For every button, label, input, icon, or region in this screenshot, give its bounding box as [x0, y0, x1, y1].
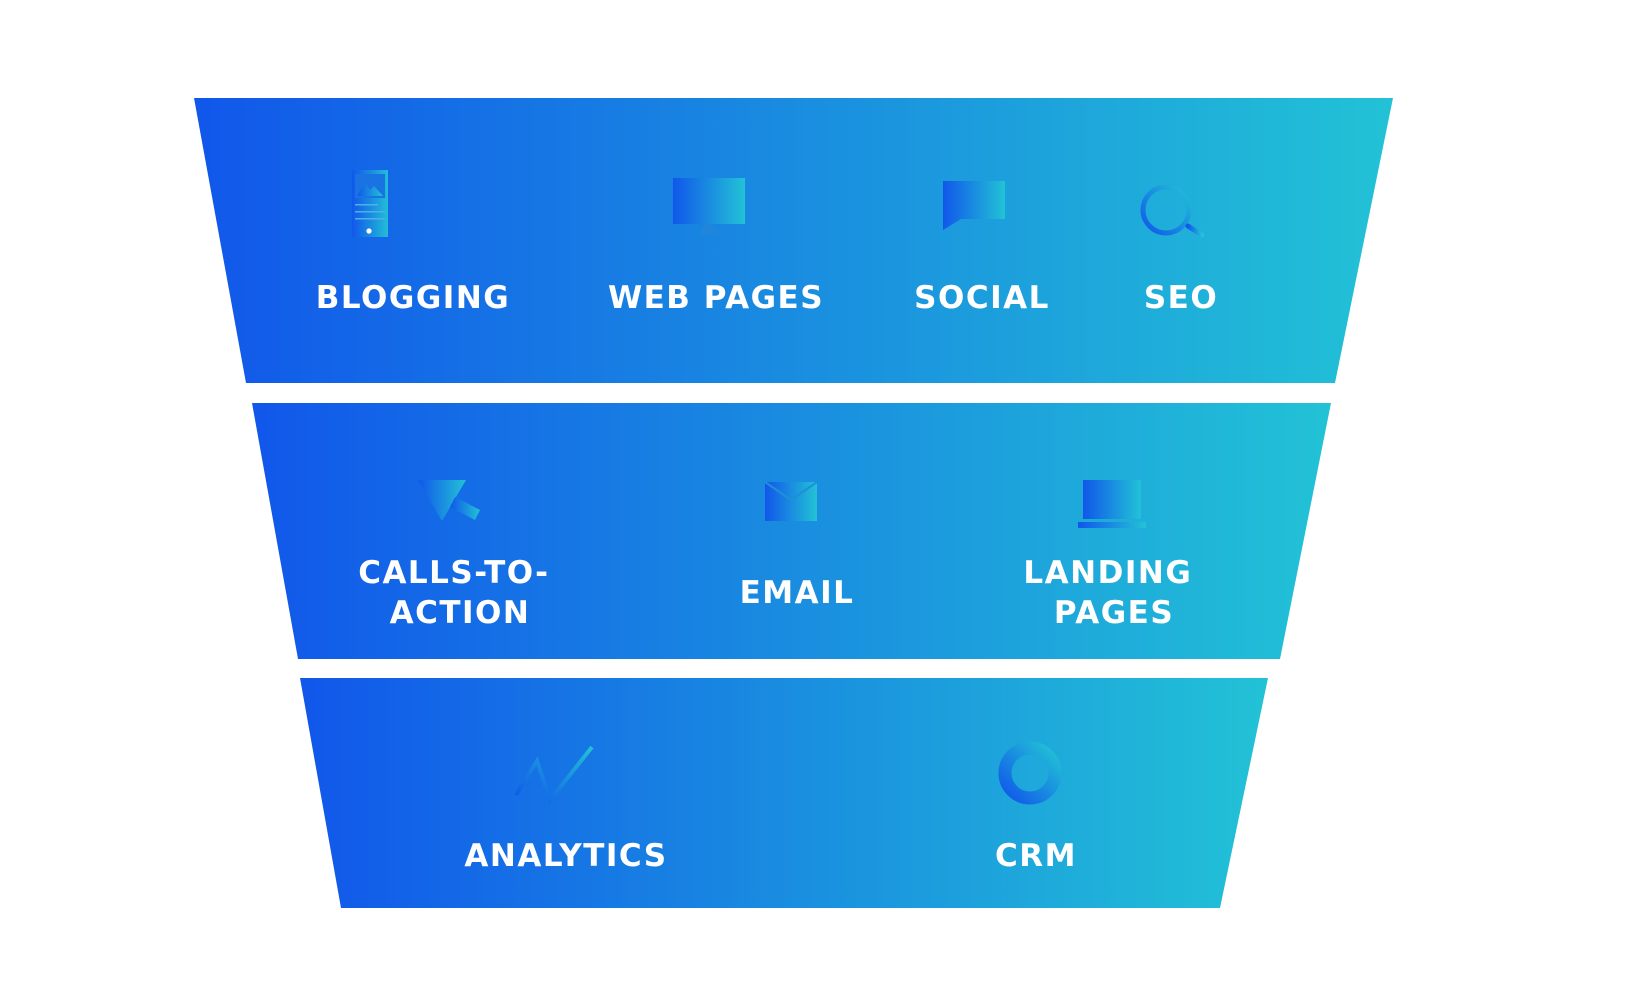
funnel-item-analytics: ANALYTICS — [464, 745, 667, 874]
laptop-icon — [1078, 480, 1146, 528]
funnel-band-1 — [194, 98, 1393, 383]
ring-icon — [998, 741, 1062, 805]
funnel-item-label: BLOGGING — [316, 280, 510, 316]
funnel-item-label: SEO — [1144, 280, 1218, 316]
funnel-band-3 — [300, 678, 1268, 908]
funnel-item-label: LANDING PAGES — [1023, 555, 1204, 631]
funnel-item-social: SOCIAL — [914, 181, 1050, 316]
cursor-arrow-icon — [418, 480, 480, 521]
monitor-icon — [673, 178, 745, 235]
funnel-item-calls-to-action: CALLS-TO- ACTION — [358, 480, 562, 631]
funnel-item-label: CRM — [995, 838, 1077, 874]
funnel-item-landing-pages: LANDING PAGES — [1023, 480, 1204, 631]
funnel-band-2 — [252, 403, 1331, 659]
funnel-item-blogging: BLOGGING — [316, 170, 510, 316]
funnel-stage-3: ANALYTICS CRM — [300, 678, 1268, 908]
funnel-item-label: ANALYTICS — [464, 838, 667, 874]
magnifier-icon — [1140, 184, 1205, 238]
funnel-item-crm: CRM — [995, 741, 1077, 874]
funnel-stage-1: BLOGGING WEB PAGES SOCIAL SEO — [194, 98, 1393, 383]
funnel-item-label: WEB PAGES — [608, 280, 824, 316]
trend-line-icon — [514, 745, 594, 805]
funnel-item-label: SOCIAL — [914, 280, 1050, 316]
funnel-item-web-pages: WEB PAGES — [608, 178, 824, 316]
chat-bubble-icon — [943, 181, 1005, 230]
mobile-blog-icon — [352, 170, 388, 237]
funnel-item-label: EMAIL — [740, 575, 855, 611]
funnel-item-label: CALLS-TO- ACTION — [358, 555, 562, 631]
funnel-stage-2: CALLS-TO- ACTION EMAIL LANDING PAGES — [252, 403, 1331, 659]
funnel-item-email: EMAIL — [740, 481, 855, 611]
envelope-icon — [764, 481, 818, 521]
funnel-item-seo: SEO — [1140, 184, 1218, 316]
